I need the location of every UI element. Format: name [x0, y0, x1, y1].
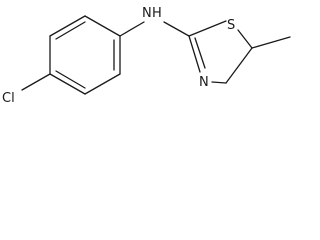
bond-c4-n3 — [211, 81, 227, 84]
double-bond-ring-inner-1 — [55, 21, 86, 40]
bond-n3-c2 — [188, 35, 201, 73]
chemical-structure-figure: Cl N H S N — [0, 0, 294, 108]
bond-ring-c4-c5 — [49, 73, 86, 95]
benzene-ring — [49, 15, 121, 95]
bond-s-c5 — [237, 29, 253, 49]
bond-nh-to-c2 — [163, 21, 190, 37]
atom-label-ring-n: N — [199, 75, 209, 90]
bond-ring-c1-c2 — [84, 15, 121, 37]
bond-c5-methyl — [251, 36, 291, 49]
atom-label-s: S — [227, 18, 235, 33]
thiazoline-ring: S N — [188, 18, 253, 90]
bond-ring-c2-c3 — [49, 15, 86, 37]
bond-c5-c4 — [225, 47, 253, 84]
bond-c-cl — [21, 73, 51, 91]
double-bond-n3-c2-inner — [194, 37, 206, 69]
atom-label-nh-n: N — [142, 6, 152, 21]
bond-ring-c5-c6 — [84, 73, 121, 95]
molecule-diagram: Cl N H S N — [2, 6, 291, 106]
bond-c2-s — [188, 20, 227, 37]
atom-label-cl: Cl — [2, 91, 15, 106]
bond-ring-to-nh — [119, 21, 145, 37]
atom-label-nh-h: H — [152, 6, 162, 21]
double-bond-ring-inner-2 — [55, 70, 86, 89]
